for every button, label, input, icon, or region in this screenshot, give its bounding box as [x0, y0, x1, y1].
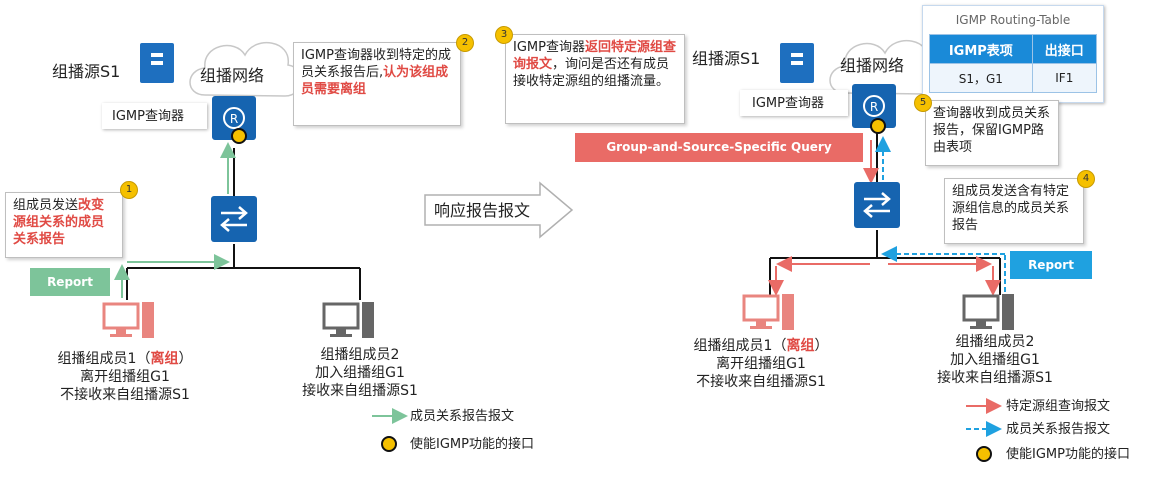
source-label-left: 组播源S1 — [52, 62, 121, 81]
member1-line1-prefix-left: 组播组成员1（ — [57, 351, 151, 367]
routing-table-title: IGMP Routing-Table — [955, 13, 1071, 27]
routing-table-panel: IGMP Routing-Table IGMP表项 出接口 S1，G1 IF1 — [922, 5, 1104, 103]
callout3-red: 返回特定源组查询报文 — [513, 40, 676, 72]
callout-querier-query: IGMP查询器返回特定源组查询报文，询问是否还有成员接收特定源组的组播流量。 — [505, 34, 685, 124]
callout3-prefix: IGMP查询器 — [513, 40, 585, 55]
member2-line3-left: 接收来自组播源S1 — [302, 383, 418, 399]
routing-table-cell-iface: IF1 — [1031, 63, 1098, 93]
querier-label-left: IGMP查询器 — [112, 109, 184, 124]
callout-member-specific-report: 组成员发送含有特定源组信息的成员关系报告 — [944, 178, 1084, 244]
badge-5: 5 — [914, 94, 932, 112]
callout2-text: IGMP查询器收到特定的成员关系报告后, — [301, 48, 451, 80]
querier-label-right: IGMP查询器 — [752, 96, 824, 111]
member2-line1-right: 组播组成员2 — [955, 334, 1035, 350]
response-arrow-label: 响应报告报文 — [434, 201, 531, 220]
response-arrow-shape — [424, 181, 574, 239]
callout-querier-keep: 查询器收到成员关系报告，保留IGMP路由表项 — [925, 100, 1059, 166]
server-icon-left — [140, 43, 174, 83]
member2-line3-right: 接收来自组播源S1 — [937, 370, 1053, 386]
member1-desc-left: 组播组成员1（离组） 离开组播组G1 不接收来自组播源S1 — [50, 350, 200, 404]
switch-icon-right[interactable] — [854, 182, 900, 228]
pc-icon-member1-left — [102, 302, 154, 338]
legend-iface-dot-right — [976, 446, 992, 462]
querier-label-box-left: IGMP查询器 — [102, 103, 207, 129]
member1-leave-tag-right: 离组 — [786, 338, 815, 354]
legend-report-label-left: 成员关系报告报文 — [410, 409, 515, 424]
member2-desc-right: 组播组成员2 加入组播组G1 接收来自组播源S1 — [920, 333, 1070, 387]
network-label-right: 组播网络 — [840, 56, 905, 75]
source-label-right: 组播源S1 — [692, 49, 761, 68]
badge-2: 2 — [456, 34, 474, 52]
member2-desc-left: 组播组成员2 加入组播组G1 接收来自组播源S1 — [285, 346, 435, 400]
callout-querier-receive: IGMP查询器收到特定的成员关系报告后,认为该组成员需要离组 — [293, 42, 461, 126]
callout2-red: 认为该组成员需要离组 — [301, 65, 449, 97]
pc-icon-member1-right — [742, 294, 794, 330]
callout1-red: 改变源组关系的成员关系报告 — [13, 198, 105, 247]
badge-1: 1 — [120, 181, 138, 199]
routing-table-cell-entry: S1，G1 — [929, 63, 1033, 93]
pc-icon-member2-left — [322, 302, 374, 338]
member1-leave-tag-left: 离组 — [150, 351, 179, 367]
network-label-left: 组播网络 — [200, 66, 265, 85]
igmp-interface-dot-right — [870, 118, 886, 134]
igmp-interface-dot-left — [231, 128, 247, 144]
querier-label-box-right: IGMP查询器 — [740, 90, 848, 116]
member1-line1-suffix-right: ） — [814, 338, 829, 354]
member1-line1-prefix-right: 组播组成员1（ — [693, 338, 787, 354]
badge-4: 4 — [1077, 170, 1095, 188]
member1-line2-left: 离开组播组G1 — [80, 369, 170, 385]
switch-icon-left[interactable] — [211, 196, 257, 242]
routing-table-header-iface: 出接口 — [1031, 34, 1098, 64]
member1-desc-right: 组播组成员1（离组） 离开组播组G1 不接收来自组播源S1 — [686, 337, 836, 391]
member1-line1-suffix-left: ） — [178, 351, 193, 367]
member2-line2-left: 加入组播组G1 — [315, 365, 405, 381]
pc-icon-member2-right — [962, 294, 1014, 330]
badge-3: 3 — [495, 26, 513, 44]
member1-line2-right: 离开组播组G1 — [716, 356, 806, 372]
callout1-prefix: 组成员发送 — [13, 198, 79, 213]
report-pill-left: Report — [30, 268, 110, 296]
routing-table: IGMP表项 出接口 S1，G1 IF1 — [929, 34, 1098, 93]
svg-text:R: R — [870, 100, 878, 114]
legend-iface-label-left: 使能IGMP功能的接口 — [410, 437, 534, 452]
router-icon-left[interactable]: R — [212, 96, 256, 140]
svg-text:R: R — [230, 112, 238, 126]
legend-iface-label-right: 使能IGMP功能的接口 — [1006, 447, 1130, 462]
legend-query-label: 特定源组查询报文 — [1006, 399, 1111, 414]
query-pill: Group-and-Source-Specific Query — [575, 133, 863, 162]
server-icon-right — [780, 43, 814, 83]
member1-line3-left: 不接收来自组播源S1 — [60, 387, 190, 403]
report-pill-right: Report — [1010, 251, 1092, 279]
member2-line1-left: 组播组成员2 — [320, 347, 400, 363]
callout-member-report: 组成员发送改变源组关系的成员关系报告 — [5, 192, 123, 258]
legend-iface-dot-left — [381, 436, 397, 452]
legend-report-label-right: 成员关系报告报文 — [1006, 422, 1111, 437]
member2-line2-right: 加入组播组G1 — [950, 352, 1040, 368]
callout3-suffix: ，询问是否还有成员接收特定源组的组播流量。 — [513, 57, 670, 89]
member1-line3-right: 不接收来自组播源S1 — [696, 374, 826, 390]
routing-table-header-entry: IGMP表项 — [929, 34, 1033, 64]
